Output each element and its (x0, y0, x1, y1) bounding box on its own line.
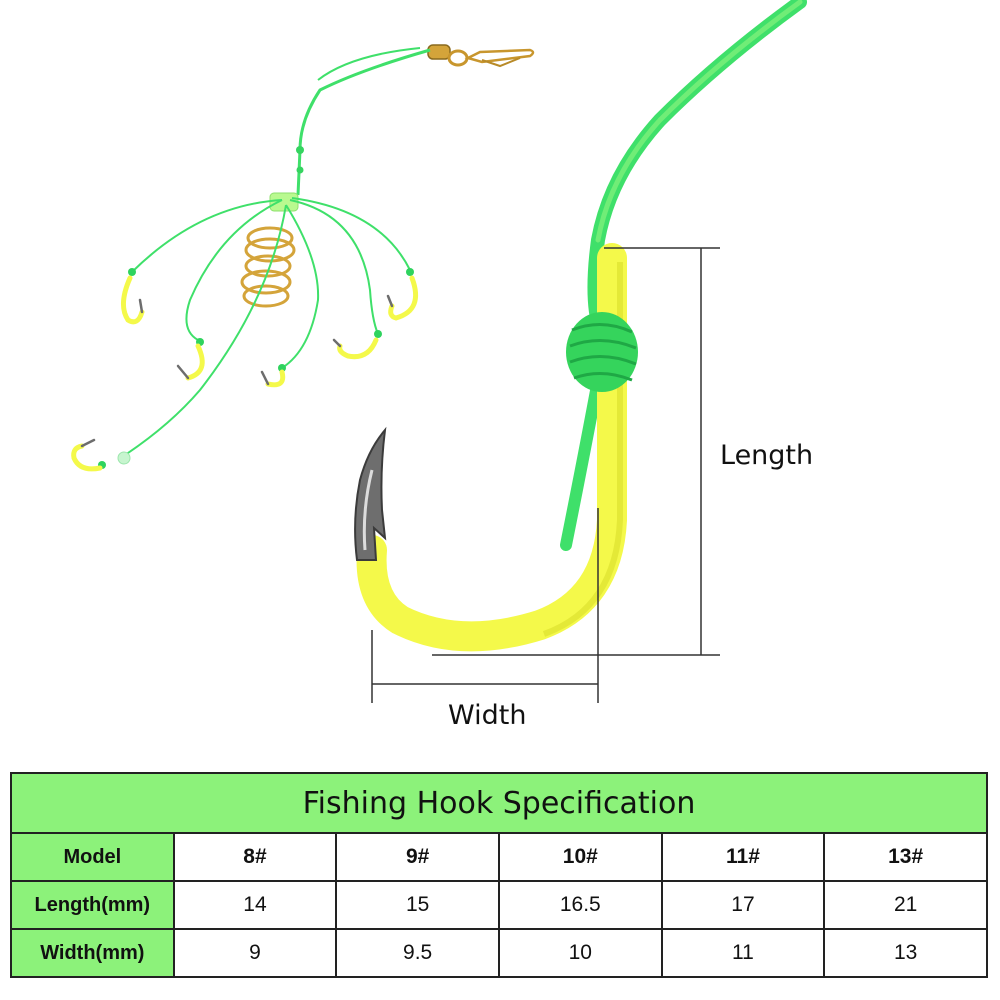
model-cell: 10# (497, 832, 663, 882)
model-cell: 11# (660, 832, 826, 882)
width-cell: 10 (497, 928, 663, 978)
model-cell: 13# (823, 832, 988, 882)
row-header-width: Width(mm) (10, 928, 175, 978)
large-hook-image (354, 0, 807, 652)
width-cell: 9 (172, 928, 338, 978)
table-row: Width(mm) 9 9.5 10 11 13 (10, 928, 988, 978)
hook-illustration (71, 0, 807, 703)
length-cell: 16.5 (497, 880, 663, 930)
model-cell: 8# (172, 832, 338, 882)
width-cell: 13 (823, 928, 988, 978)
length-cell: 14 (172, 880, 338, 930)
table-row: Model 8# 9# 10# 11# 13# (10, 832, 988, 882)
width-cell: 9.5 (335, 928, 500, 978)
length-dimension (432, 247, 720, 656)
hook-rig-image (71, 44, 535, 472)
row-header-model: Model (10, 832, 175, 882)
row-header-length: Length(mm) (10, 880, 175, 930)
swivel-snap (427, 44, 535, 68)
width-cell: 11 (660, 928, 826, 978)
spec-table: Fishing Hook Specification Model 8# 9# 1… (10, 772, 988, 978)
length-cell: 17 (660, 880, 826, 930)
table-row: Length(mm) 14 15 16.5 17 21 (10, 880, 988, 930)
width-dimension (371, 508, 599, 703)
width-label: Width (448, 700, 527, 731)
length-label: Length (720, 440, 814, 471)
spring-feeder (240, 226, 296, 308)
line-knot (566, 312, 638, 392)
model-cell: 9# (335, 832, 500, 882)
length-cell: 21 (823, 880, 988, 930)
length-cell: 15 (335, 880, 500, 930)
table-title: Fishing Hook Specification (10, 772, 988, 834)
